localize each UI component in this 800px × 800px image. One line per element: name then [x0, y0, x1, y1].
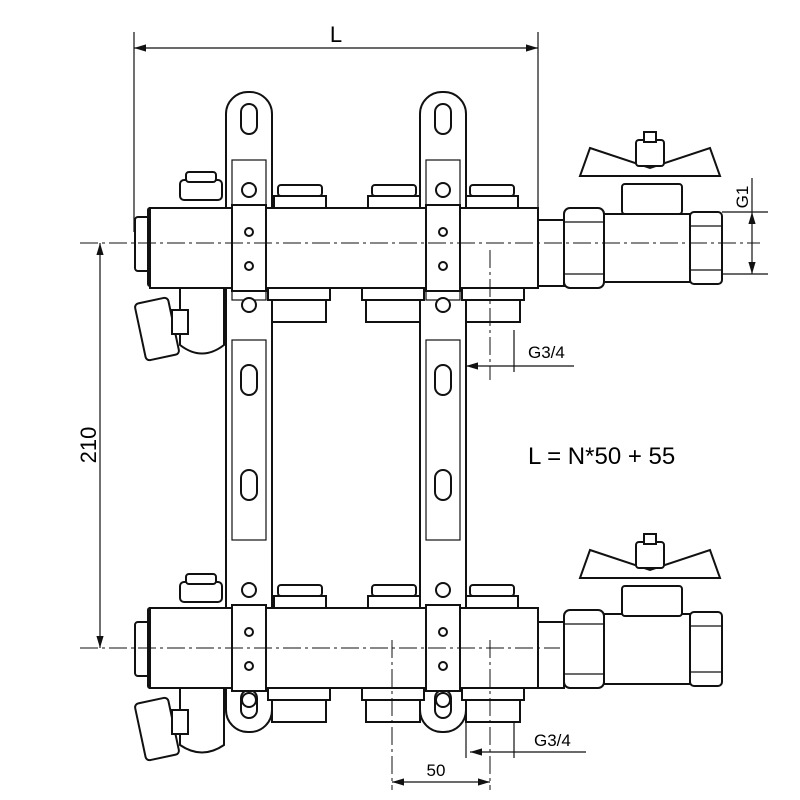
bottom-ball-valve [563, 533, 723, 689]
length-label: L [330, 22, 342, 47]
top-manifold [134, 171, 565, 362]
dimension-inlet-thread: G1 [722, 178, 768, 275]
dimension-height: 210 [76, 243, 104, 648]
spacing-label: 50 [427, 761, 446, 780]
outlet-thread-top-label: G3/4 [528, 343, 565, 362]
outlet-thread-bottom-label: G3/4 [534, 731, 571, 750]
dimension-outlet-thread-top: G3/4 [465, 322, 574, 372]
length-formula: L = N*50 + 55 [528, 443, 675, 470]
height-label: 210 [76, 427, 101, 464]
dimension-length: L [133, 22, 539, 232]
top-ball-valve [563, 131, 723, 289]
dimension-outlet-thread-bottom: G3/4 [465, 722, 586, 758]
center-lines [80, 242, 760, 790]
inlet-thread-label: G1 [733, 186, 752, 209]
dimension-spacing: 50 [392, 761, 490, 786]
bottom-manifold [134, 573, 565, 762]
